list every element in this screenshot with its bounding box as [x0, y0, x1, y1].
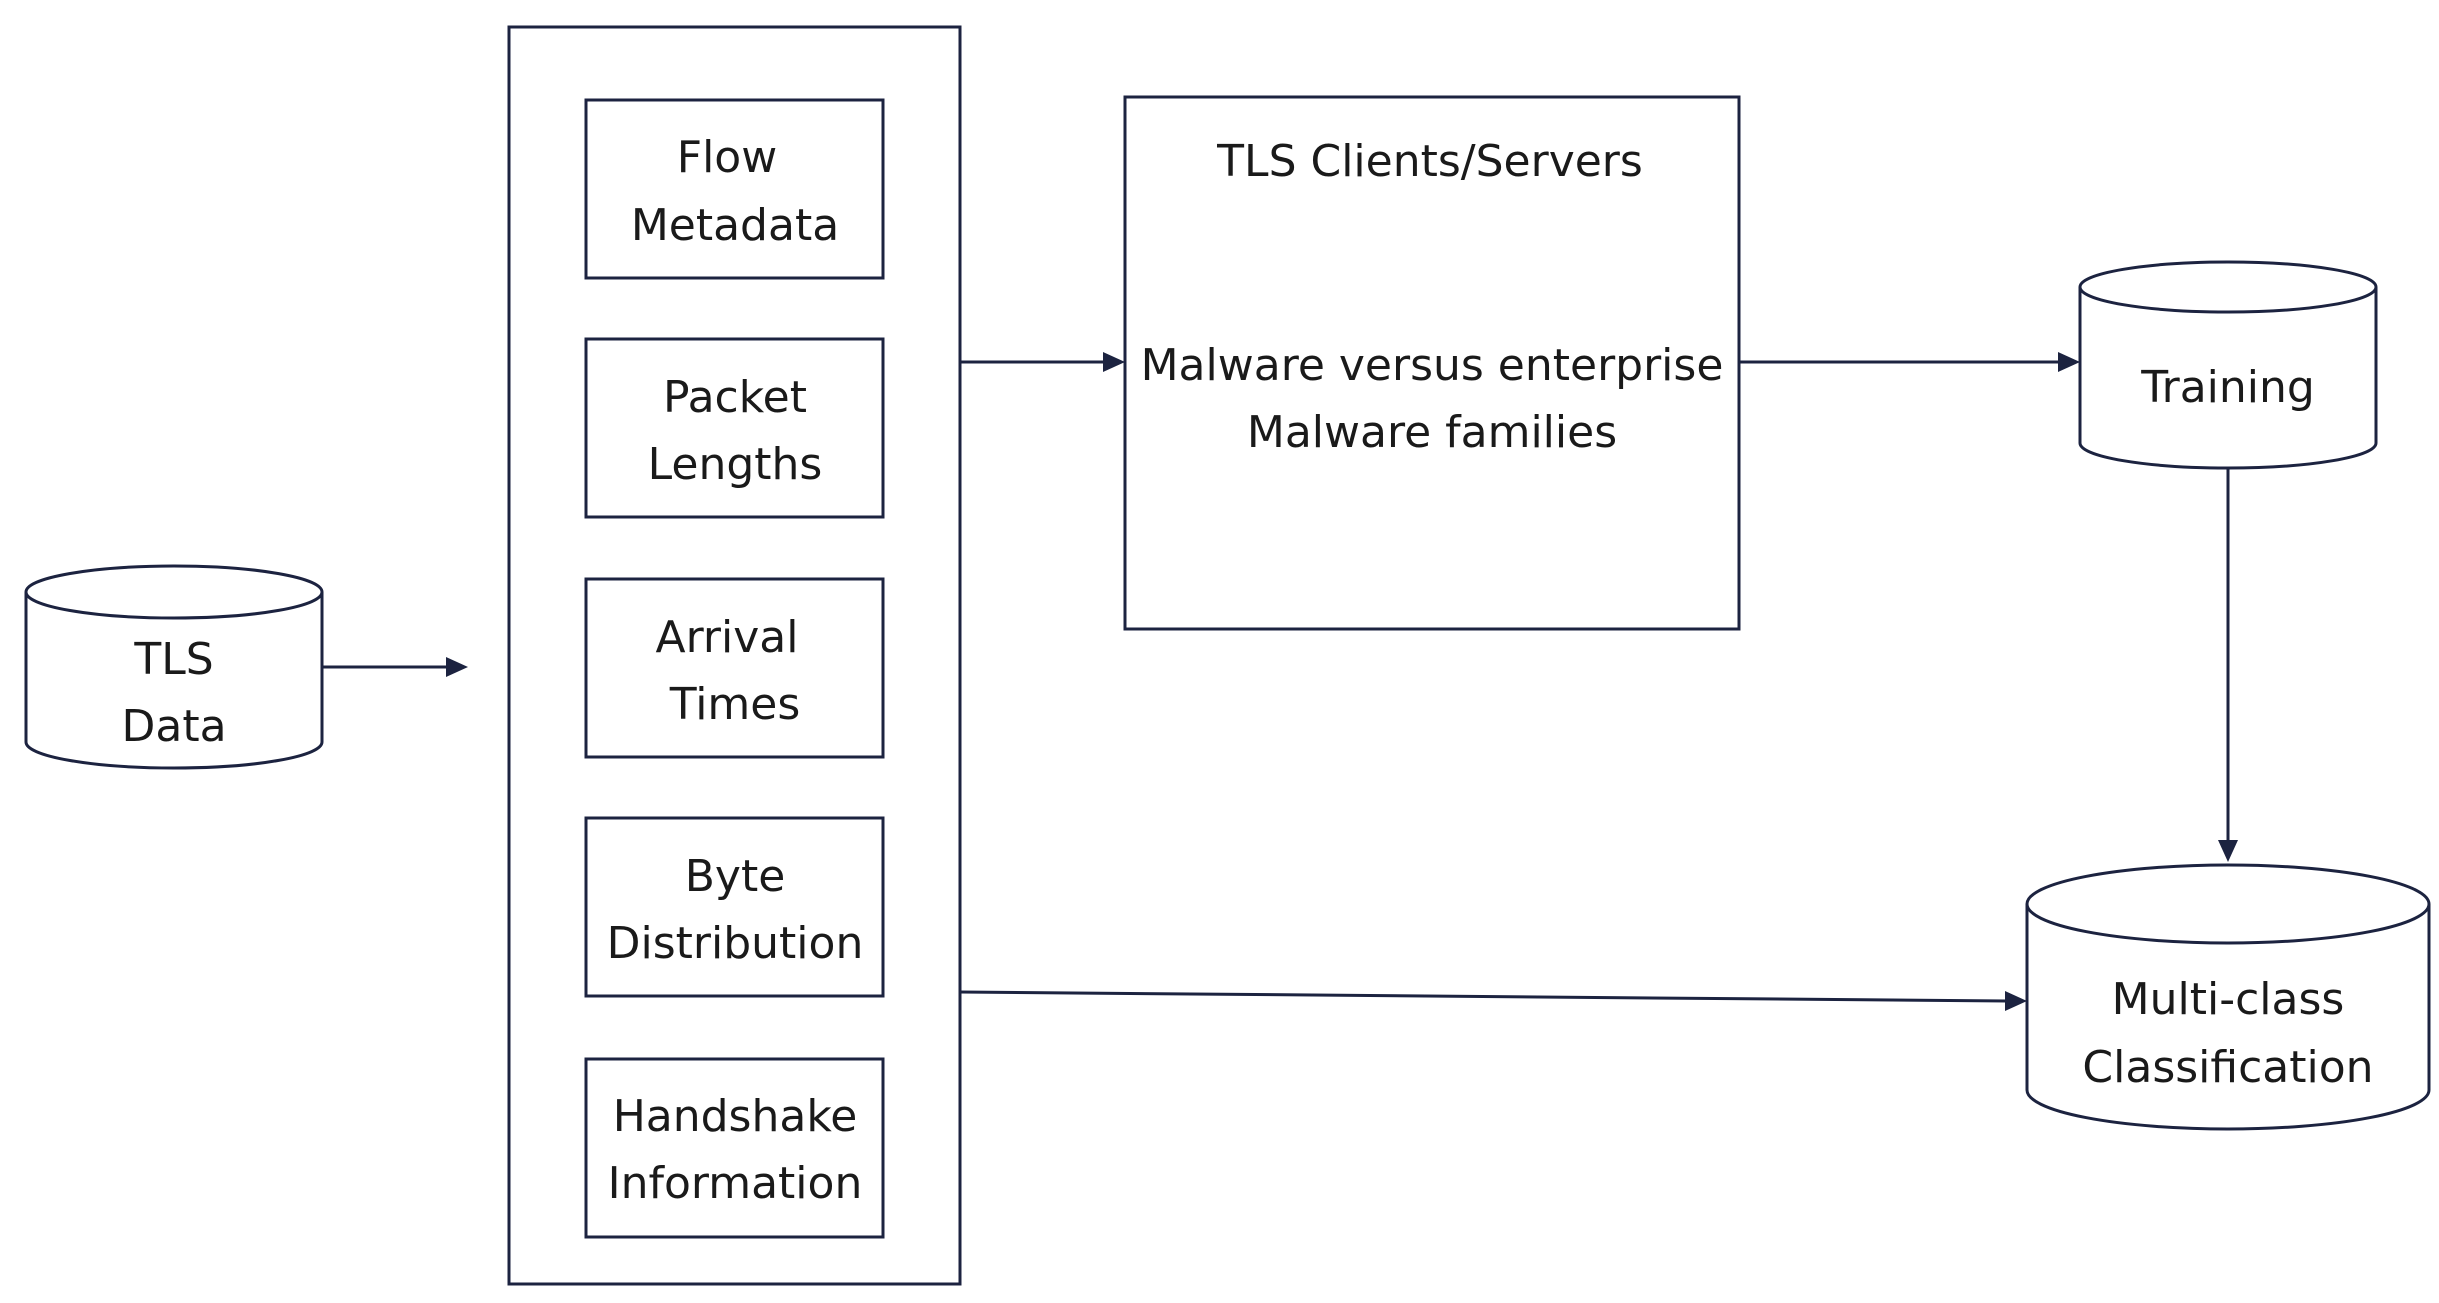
training-cylinder: Training	[2078, 260, 2378, 470]
multiclass-label-line1: Multi-class	[2112, 974, 2345, 1025]
tls-clients-servers-line1: Malware versus enterprise	[1141, 340, 1724, 391]
feature-handshake-information-line2: Information	[608, 1158, 863, 1209]
feature-flow-metadata-box	[584, 98, 885, 280]
edge-features-to-multiclass	[959, 990, 2027, 1011]
training-cylinder-top	[2078, 260, 2378, 314]
feature-arrival-times-line2: Times	[669, 679, 801, 730]
tls-data-label-line2: Data	[121, 701, 226, 752]
edge-tls-data-to-features	[322, 657, 468, 677]
feature-packet-lengths-box	[584, 337, 885, 519]
multiclass-label-line2: Classification	[2082, 1042, 2373, 1093]
feature-packet-lengths-line2: Lengths	[648, 439, 823, 490]
feature-flow-metadata-line1: Flow	[677, 132, 777, 183]
tls-data-label-line1: TLS	[133, 634, 213, 685]
feature-flow-metadata-line2: Metadata	[631, 200, 839, 251]
edge-training-to-multiclass-arrowhead	[2218, 840, 2238, 862]
edge-tls-clients-to-training-arrowhead	[2058, 352, 2080, 372]
edge-features-to-multiclass-line	[959, 990, 2008, 1003]
feature-handshake-information-box	[584, 1057, 885, 1239]
multiclass-cylinder: Multi-class Classification	[2025, 863, 2431, 1131]
tls-data-cylinder: TLS Data	[24, 564, 324, 770]
feature-flow-metadata: Flow Metadata	[584, 98, 885, 280]
multiclass-cylinder-body	[2025, 904, 2431, 1131]
feature-byte-distribution-line1: Byte	[685, 851, 786, 902]
edge-tls-data-to-features-arrowhead	[446, 657, 468, 677]
feature-byte-distribution-box	[584, 816, 885, 998]
tls-clients-servers-line2: Malware families	[1247, 407, 1617, 458]
training-label: Training	[2140, 362, 2315, 413]
tls-data-cylinder-top	[24, 564, 324, 620]
multiclass-cylinder-top	[2025, 863, 2431, 945]
tls-data-cylinder-body	[24, 592, 324, 770]
feature-arrival-times-line1: Arrival	[656, 612, 799, 663]
feature-arrival-times: Arrival Times	[584, 577, 885, 759]
edge-training-to-multiclass	[2218, 468, 2238, 862]
tls-clients-servers: TLS Clients/Servers Malware versus enter…	[1123, 95, 1741, 631]
feature-packet-lengths-line1: Packet	[663, 372, 807, 423]
feature-handshake-information: Handshake Information	[584, 1057, 885, 1239]
edge-tls-clients-to-training	[1739, 352, 2080, 372]
edge-features-to-multiclass-arrowhead	[2005, 991, 2027, 1011]
feature-byte-distribution: Byte Distribution	[584, 816, 885, 998]
feature-packet-lengths: Packet Lengths	[584, 337, 885, 519]
feature-byte-distribution-line2: Distribution	[607, 918, 864, 969]
edge-features-to-tls-clients	[960, 352, 1125, 372]
feature-arrival-times-box	[584, 577, 885, 759]
tls-clients-servers-title: TLS Clients/Servers	[1216, 136, 1643, 187]
edge-features-to-tls-clients-arrowhead	[1103, 352, 1125, 372]
tls-clients-servers-box	[1123, 95, 1741, 631]
feature-handshake-information-line1: Handshake	[613, 1091, 858, 1142]
